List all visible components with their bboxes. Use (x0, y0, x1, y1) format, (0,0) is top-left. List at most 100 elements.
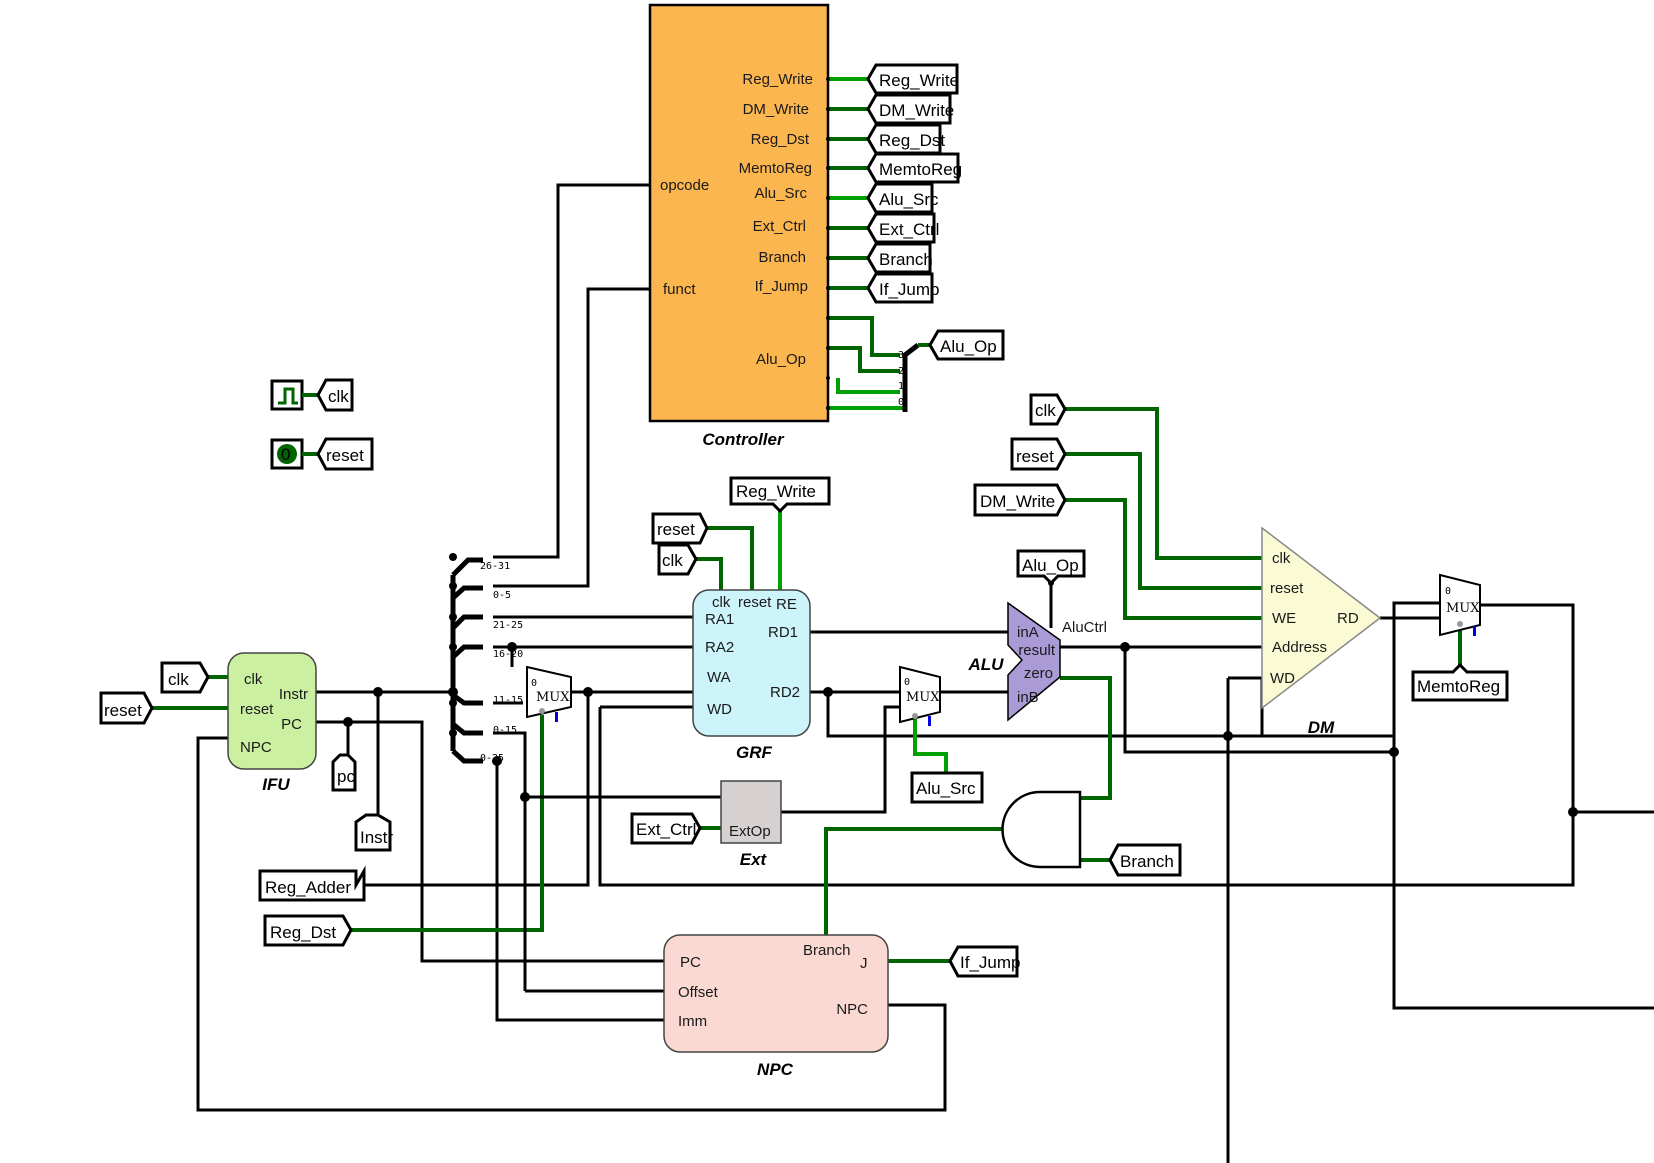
controller-block: opcode funct Reg_Write DM_Write Reg_Dst … (648, 3, 830, 449)
ext-ctrl-tag: Ext_Ctrl (630, 812, 702, 845)
dm-pin-we: WE (1272, 610, 1296, 627)
npc-tags: If_Jump Reg_Adder Reg_Dst (258, 865, 1020, 978)
npc-pin-offset: Offset (678, 984, 719, 1001)
tunnel-if-jump: If_Jump (866, 272, 939, 304)
wire-junctions (343, 553, 1578, 817)
controller-pin-alu-src: Alu_Src (754, 185, 807, 202)
tunnel-label: DM_Write (879, 101, 954, 120)
splitter-bit-11-15: 11-15 (493, 695, 523, 706)
mux-select-dot (1457, 621, 1463, 627)
dm-pin-clk: clk (1272, 550, 1291, 567)
grf-pin-wd: WD (707, 701, 732, 718)
npc-pin-imm: Imm (678, 1013, 707, 1030)
aluop-bit-1: 1 (898, 381, 904, 392)
branch-and-gate (1001, 790, 1082, 869)
mux-select-indicator (555, 712, 558, 722)
regdst-mux: MUX 0 (526, 665, 572, 722)
alu-pin-zero: zero (1024, 665, 1053, 682)
tunnel-reg-dst: Reg_Dst (866, 123, 945, 155)
grf-pin-wa: WA (707, 669, 731, 686)
grf-block: clk reset RE RA1 RA2 WA WD RD1 RD2 GRF (692, 589, 811, 762)
tunnel-branch: Branch (866, 242, 933, 274)
controller-pin-funct: funct (663, 281, 696, 298)
splitter-bit-16-20: 16-20 (493, 649, 523, 660)
tag-label: pc (337, 767, 355, 786)
dm-clk-tag: clk (1029, 393, 1067, 426)
tag-label: Alu_Op (1022, 556, 1079, 575)
mux-select-indicator (928, 716, 931, 726)
grf-pin-ra2: RA2 (705, 639, 734, 656)
tunnel-alu-op: Alu_Op (928, 329, 1005, 361)
dm-title: DM (1308, 718, 1335, 737)
npc-if-jump-tag: If_Jump (948, 945, 1020, 978)
alu-pin-inb: inB (1017, 689, 1039, 706)
alu-op-tag: Alu_Op (1016, 549, 1086, 586)
reset-const-indicator (277, 444, 297, 464)
grf-pin-clk: clk (712, 594, 731, 611)
tunnel-alu-src: Alu_Src (866, 182, 939, 214)
tunnel-label: Branch (879, 250, 933, 269)
npc-title: NPC (757, 1060, 794, 1079)
tag-label: Alu_Src (916, 779, 976, 798)
reset-source[interactable]: 0 reset (270, 437, 374, 471)
mux-label: MUX (1446, 601, 1480, 616)
alu-pin-ina: inA (1017, 624, 1039, 641)
tunnel-label: Alu_Src (879, 190, 939, 209)
ifu-tags: clk reset pc Instr (99, 661, 393, 852)
dm-pin-reset: reset (1270, 580, 1304, 597)
tag-label: If_Jump (960, 953, 1020, 972)
controller-pin-alu-op: Alu_Op (756, 351, 806, 368)
controller-title: Controller (702, 430, 785, 449)
ifu-reset-tag: reset (99, 691, 154, 725)
controller-pin-ext-ctrl: Ext_Ctrl (753, 218, 806, 235)
clock-source[interactable]: clk (270, 378, 354, 412)
tunnel-label: Reg_Dst (879, 131, 945, 150)
ext-title: Ext (740, 850, 768, 869)
alu-tags: Alu_Op Alu_Src (910, 549, 1086, 804)
mux-zero-label: 0 (1445, 586, 1451, 597)
clock-tag-label: clk (328, 387, 349, 406)
tunnel-dm-write: DM_Write (866, 93, 954, 125)
dm-block: clk reset WE Address WD RD DM (1261, 526, 1382, 737)
grf-reg-write-tag: Reg_Write (729, 476, 831, 514)
ifu-block: clk reset NPC Instr PC IFU (227, 652, 317, 794)
tag-label: reset (1016, 447, 1054, 466)
branch-tag: Branch (1108, 843, 1182, 877)
tag-label: Reg_Write (736, 482, 816, 501)
mux-select-indicator (1473, 626, 1476, 636)
ifu-pin-instr: Instr (279, 686, 308, 703)
tunnel-label: MemtoReg (879, 160, 962, 179)
reset-tag-label: reset (326, 446, 364, 465)
tag-label: Reg_Adder (265, 878, 351, 897)
grf-pin-rd1: RD1 (768, 624, 798, 641)
mux-label: MUX (906, 690, 940, 705)
tunnel-label: If_Jump (879, 280, 939, 299)
controller-pin-reg-write: Reg_Write (742, 71, 813, 88)
ext-block: ExtOp Ext (720, 780, 782, 869)
tunnel-label: Reg_Write (879, 71, 959, 90)
dm-tags: clk reset DM_Write (973, 393, 1067, 517)
dm-pin-address: Address (1272, 639, 1327, 656)
dm-reset-tag: reset (1010, 437, 1067, 471)
alu-src-tag: Alu_Src (910, 771, 984, 804)
ifu-pin-reset: reset (240, 701, 274, 718)
splitter-bit-0-5: 0-5 (493, 590, 511, 601)
tag-label: reset (104, 701, 142, 720)
grf-clk-tag: clk (657, 543, 698, 576)
tunnel-memtoreg: MemtoReg (866, 152, 962, 184)
reset-const-value: 0 (281, 445, 290, 464)
tag-label: clk (662, 551, 683, 570)
controller-pin-reg-dst: Reg_Dst (751, 131, 810, 148)
ext-pin-extop: ExtOp (729, 823, 771, 840)
tag-label: clk (1035, 401, 1056, 420)
dm-write-tag: DM_Write (973, 483, 1067, 517)
grf-title: GRF (736, 743, 773, 762)
mux-select-dot (539, 708, 545, 714)
controller-pin-opcode: opcode (660, 177, 709, 194)
mux-label: MUX (536, 690, 570, 705)
controller-pin-branch: Branch (758, 249, 806, 266)
ifu-instr-tag: Instr (354, 813, 393, 852)
tag-label: clk (168, 670, 189, 689)
aluop-bit-3: 3 (898, 350, 904, 361)
